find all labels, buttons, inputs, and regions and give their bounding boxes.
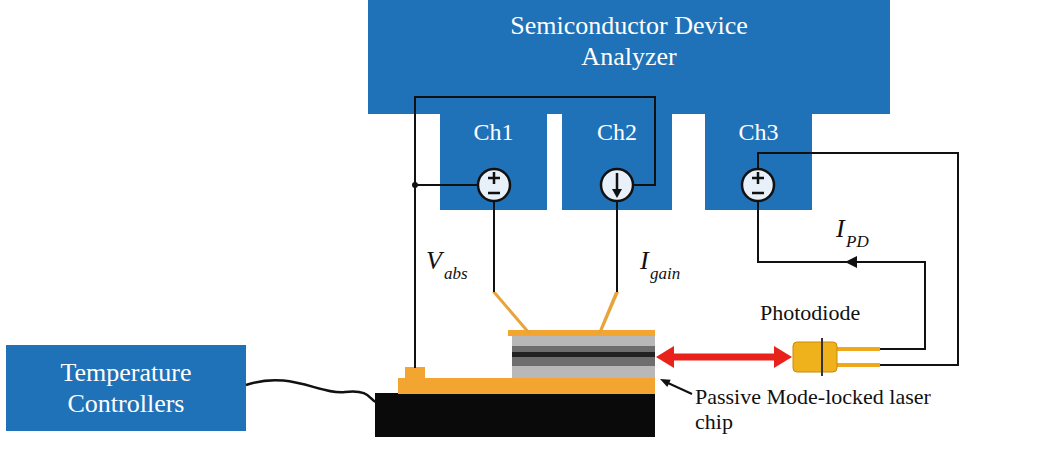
wire-junction bbox=[412, 182, 418, 188]
channel-name: Ch2 bbox=[597, 118, 637, 147]
wire bbox=[758, 201, 925, 349]
minus-sign bbox=[488, 192, 500, 195]
probe-needle bbox=[492, 292, 531, 334]
voltage-source-symbol bbox=[742, 169, 774, 201]
signal-name: I bbox=[836, 214, 845, 244]
current-arrowhead bbox=[612, 189, 622, 198]
channel-tab: Ch2 bbox=[562, 112, 672, 210]
chip-layer bbox=[512, 357, 655, 366]
channel-tab: Ch3 bbox=[705, 112, 812, 210]
chip-layer bbox=[512, 336, 655, 346]
probe-needle bbox=[598, 292, 619, 334]
photodiode-pin bbox=[837, 363, 880, 367]
part-label: Passive Mode-locked laser chip bbox=[695, 384, 935, 435]
current-source-symbol bbox=[601, 169, 633, 201]
chip-layer bbox=[512, 346, 655, 352]
instrument-box: Ch1Ch2Ch3Semiconductor Device Analyzer bbox=[368, 0, 890, 114]
signal-name: V bbox=[426, 246, 442, 276]
heat-sink-base bbox=[375, 393, 655, 437]
signal-subscript: PD bbox=[846, 232, 869, 252]
wire bbox=[758, 153, 958, 365]
current-arrowhead bbox=[845, 256, 857, 268]
beam-arrowhead bbox=[656, 346, 674, 368]
box-title: Temperature Controllers bbox=[16, 357, 236, 419]
photodiode-body bbox=[793, 342, 837, 372]
signal-subscript: abs bbox=[444, 264, 468, 284]
minus-sign bbox=[752, 192, 764, 195]
laser-beam bbox=[672, 354, 776, 361]
chip-active-layer bbox=[512, 352, 655, 357]
beam-arrowhead bbox=[774, 346, 792, 368]
current-arrow bbox=[616, 173, 619, 190]
chip-contact bbox=[508, 330, 655, 336]
wire bbox=[616, 201, 618, 292]
photodiode-flange bbox=[821, 338, 823, 376]
signal-subscript: gain bbox=[650, 264, 680, 284]
wire bbox=[493, 201, 495, 292]
channel-name: Ch3 bbox=[738, 118, 778, 147]
chip-layer bbox=[512, 366, 655, 378]
channel-tab: Ch1 bbox=[440, 112, 547, 210]
plus-sign bbox=[752, 172, 764, 184]
wire bbox=[415, 184, 478, 186]
ground-pad bbox=[405, 367, 425, 379]
photodiode-pin bbox=[837, 347, 880, 351]
submount bbox=[398, 378, 655, 394]
cable bbox=[246, 380, 376, 402]
instrument-box: Temperature Controllers bbox=[6, 345, 246, 431]
part-label: Photodiode bbox=[760, 300, 860, 325]
channel-name: Ch1 bbox=[473, 118, 513, 147]
leader-arrow bbox=[668, 383, 692, 394]
box-title: Semiconductor Device Analyzer bbox=[479, 10, 779, 72]
plus-sign bbox=[488, 172, 500, 184]
leader-arrowhead bbox=[660, 379, 671, 387]
voltage-source-symbol bbox=[478, 169, 510, 201]
wire bbox=[415, 97, 655, 368]
signal-name: I bbox=[640, 246, 649, 276]
